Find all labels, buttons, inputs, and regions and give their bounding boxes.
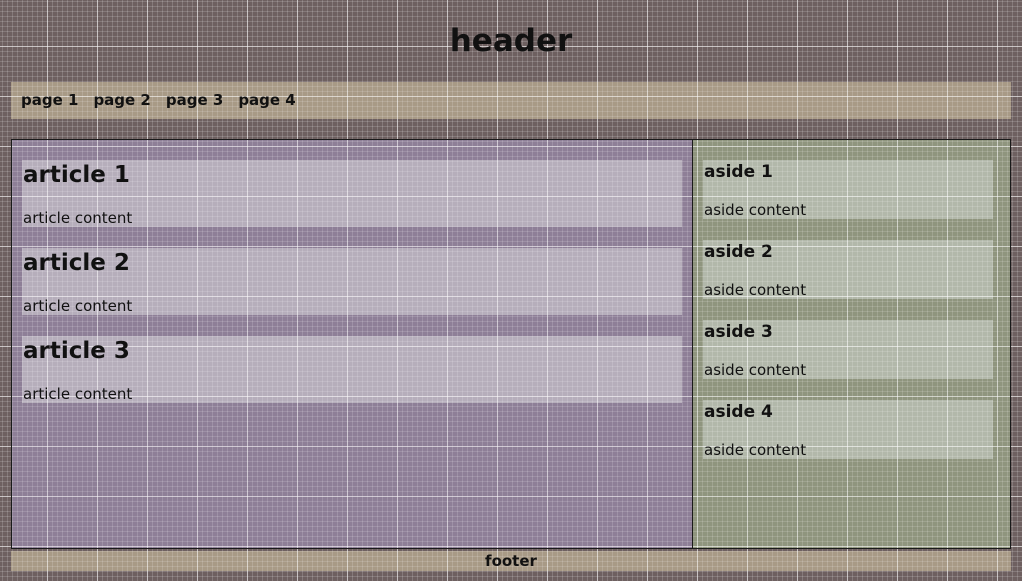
nav-link-page-1[interactable]: page 1 bbox=[21, 91, 79, 109]
page-footer: footer bbox=[11, 551, 1011, 571]
aside-content: aside content bbox=[704, 441, 807, 459]
article-card: article 3 article content bbox=[22, 336, 682, 403]
aside-content: aside content bbox=[704, 361, 807, 379]
footer-text: footer bbox=[485, 552, 537, 570]
nav-bar: page 1 page 2 page 3 page 4 bbox=[11, 82, 1011, 119]
nav-list: page 1 page 2 page 3 page 4 bbox=[11, 82, 1011, 119]
aside-title: aside 1 bbox=[704, 162, 773, 182]
aside-card: aside 2 aside content bbox=[703, 240, 993, 299]
nav-item: page 4 bbox=[238, 82, 295, 119]
articles-section: article 1 article content article 2 arti… bbox=[11, 139, 693, 549]
article-content: article content bbox=[23, 385, 133, 403]
aside-title: aside 3 bbox=[704, 322, 773, 342]
article-content: article content bbox=[23, 209, 133, 227]
page-title: header bbox=[449, 23, 573, 59]
article-title: article 1 bbox=[23, 162, 130, 188]
nav-item: page 3 bbox=[166, 82, 223, 119]
aside-content: aside content bbox=[704, 281, 807, 299]
aside-card: aside 3 aside content bbox=[703, 320, 993, 379]
nav-link-page-4[interactable]: page 4 bbox=[238, 91, 296, 109]
nav-link-page-3[interactable]: page 3 bbox=[165, 91, 224, 109]
article-content: article content bbox=[23, 297, 133, 315]
nav-item: page 1 bbox=[21, 82, 78, 119]
article-card: article 2 article content bbox=[22, 248, 682, 315]
aside-content: aside content bbox=[704, 201, 807, 219]
article-title: article 3 bbox=[23, 338, 130, 364]
aside-card: aside 4 aside content bbox=[703, 400, 993, 459]
article-title: article 2 bbox=[23, 250, 130, 276]
nav-link-page-2[interactable]: page 2 bbox=[93, 91, 151, 109]
aside-title: aside 2 bbox=[704, 242, 773, 262]
aside-section: aside 1 aside content aside 2 aside cont… bbox=[693, 139, 1011, 549]
page-header: header bbox=[0, 0, 1022, 80]
aside-card: aside 1 aside content bbox=[703, 160, 993, 219]
aside-title: aside 4 bbox=[704, 402, 773, 422]
article-card: article 1 article content bbox=[22, 160, 682, 227]
nav-item: page 2 bbox=[93, 82, 150, 119]
